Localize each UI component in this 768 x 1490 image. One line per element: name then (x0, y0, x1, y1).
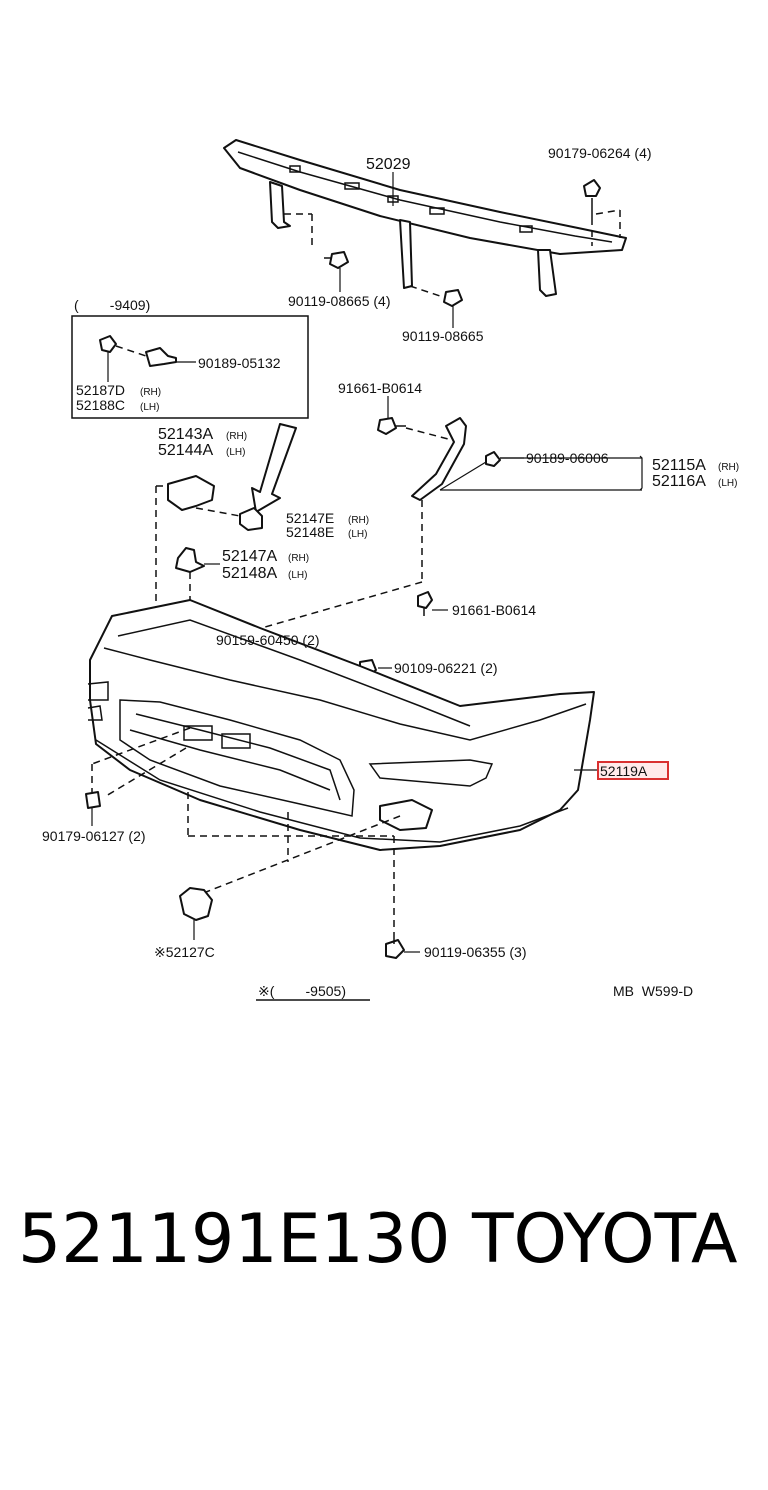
label-90189-06006: 90189-06006 (526, 450, 609, 466)
label-lh-c: (LH) (718, 478, 737, 489)
highlight-box (597, 761, 669, 780)
label-52148A: 52148A (222, 565, 277, 582)
bumper-cover (87, 599, 595, 936)
label-52029: 52029 (366, 156, 411, 173)
label-90179-06127: 90179-06127 (2) (42, 828, 146, 844)
label-90119-08665-4: 90119-08665 (4) (288, 293, 390, 309)
bolt-icon (409, 285, 463, 307)
label-52188C: 52188C (76, 397, 125, 413)
brand-name: TOYOTA (472, 1200, 738, 1279)
label-52147A: 52147A (222, 548, 277, 565)
label-lh-e: (LH) (288, 570, 307, 581)
footer: 521191E130 TOYOTA (0, 1190, 768, 1290)
label-52116A: 52116A (652, 473, 706, 490)
arrow-icon (251, 423, 297, 513)
side-retainer (155, 475, 241, 610)
label-rh-d: (RH) (348, 515, 369, 526)
label-90179-06264: 90179-06264 (4) (548, 145, 652, 161)
parts-diagram: 52029 90179-06264 (4) 90119-08665 (4) 90… (42, 139, 739, 1001)
label-rh-b: (RH) (226, 431, 247, 442)
label-52143A: 52143A (158, 426, 213, 443)
bumper-reinforcement (223, 139, 627, 297)
label-lh: (LH) (140, 402, 159, 413)
label-52115A: 52115A (652, 457, 706, 474)
label-range-9505: ※( -9505) (258, 983, 346, 999)
label-52119A: 52119A (600, 763, 648, 779)
label-52187D: 52187D (76, 382, 125, 398)
inset-box (71, 315, 309, 419)
bolt-icon (385, 936, 405, 959)
label-52144A: 52144A (158, 442, 213, 459)
clip-icon (99, 335, 177, 367)
clip-icon (85, 791, 101, 809)
bolt-icon (583, 179, 621, 246)
label-rh-c: (RH) (718, 462, 739, 473)
bolt-icon (417, 591, 433, 616)
label-lh-b: (LH) (226, 447, 245, 458)
label-range-9409: ( -9409) (74, 297, 150, 313)
label-90119-06355: 90119-06355 (3) (424, 944, 526, 960)
label-code: MB W599-D (613, 983, 693, 999)
label-90189-05132: 90189-05132 (198, 355, 281, 371)
label-91661-B0614-top: 91661-B0614 (338, 380, 422, 396)
label-rh: (RH) (140, 387, 161, 398)
part-number: 521191E130 (18, 1200, 451, 1279)
label-91661-B0614-bottom: 91661-B0614 (452, 602, 536, 618)
label-52127C: ※52127C (154, 944, 215, 960)
label-90119-08665: 90119-08665 (402, 328, 484, 344)
cap-icon (179, 887, 213, 921)
clip-icon (239, 507, 263, 531)
label-52147E: 52147E (286, 510, 334, 526)
clip-icon (175, 547, 205, 600)
label-90159-60450: 90159-60450 (2) (216, 632, 320, 648)
label-lh-d: (LH) (348, 529, 367, 540)
label-rh-e: (RH) (288, 553, 309, 564)
label-90109-06221: 90109-06221 (2) (394, 660, 498, 676)
side-bracket (149, 417, 501, 661)
bolt-icon (284, 213, 349, 269)
label-52148E: 52148E (286, 524, 334, 540)
